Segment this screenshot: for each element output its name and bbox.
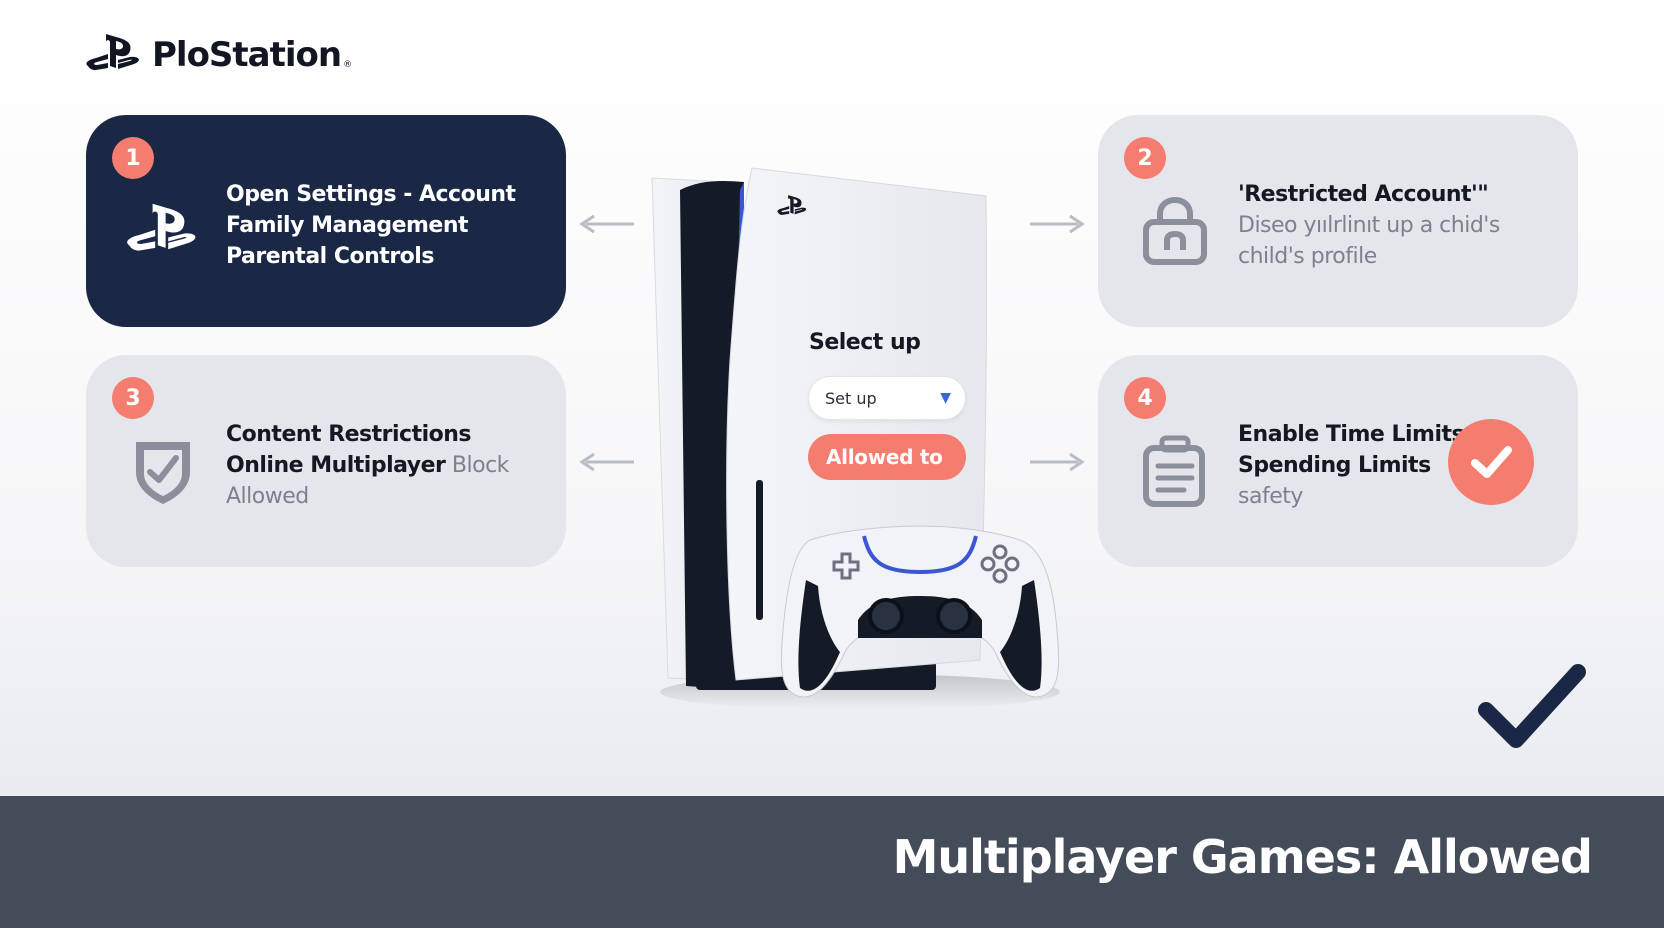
step-card-3[interactable]: 3 Content Restrictions Online Multiplaye… xyxy=(86,355,566,567)
arrow-right-icon xyxy=(1028,452,1086,472)
arrow-right-icon xyxy=(1028,214,1086,234)
step-number-badge: 1 xyxy=(112,137,154,179)
step-text: Enable Time Limits Spending Limits safet… xyxy=(1238,419,1465,512)
footer-status-text: Multiplayer Games: Allowed xyxy=(892,830,1593,884)
footer-banner: Multiplayer Games: Allowed xyxy=(0,796,1664,928)
allowed-button[interactable]: Allowed to xyxy=(808,434,966,480)
chevron-down-icon: ▼ xyxy=(940,390,951,406)
step-line: Spending Limits xyxy=(1238,453,1431,478)
arrow-left-icon xyxy=(578,452,636,472)
checkmark-icon xyxy=(1478,660,1590,752)
step-text: Open Settings - Account Family Managemen… xyxy=(226,179,546,272)
playstation-logo-icon xyxy=(86,34,139,71)
step-line: 'Restricted Account'" xyxy=(1238,182,1489,207)
step-line: child's profile xyxy=(1238,244,1377,269)
step-line: Family Management xyxy=(226,213,469,238)
brand-name: PloStation xyxy=(152,35,342,75)
step-text: Content Restrictions Online Multiplayer … xyxy=(226,419,546,512)
step-card-4[interactable]: 4 Enable Time Limits Spending Limits saf… xyxy=(1098,355,1578,567)
console-scene: Select up Set up ▼ Allowed to xyxy=(640,160,1070,720)
shield-check-icon xyxy=(122,431,204,511)
check-circle-icon xyxy=(1448,419,1534,505)
step-card-1[interactable]: 1 Open Settings - Account Family Managem… xyxy=(86,115,566,327)
step-text: 'Restricted Account'" Diseo yıılrlinıt u… xyxy=(1238,179,1558,272)
console-menu-title: Select up xyxy=(809,330,921,355)
step-line: Open Settings - Account xyxy=(226,182,516,207)
step-line: Online Multiplayer Block xyxy=(226,453,509,478)
step-line: Allowed xyxy=(226,484,309,509)
playstation-logo-icon xyxy=(122,191,204,271)
console-illustration xyxy=(651,167,1060,710)
step-line: Parental Controls xyxy=(226,244,434,269)
step-line: Diseo yıılrlinıt up a chid's xyxy=(1238,213,1500,238)
step-line: safety xyxy=(1238,484,1303,509)
setup-dropdown[interactable]: Set up ▼ xyxy=(808,376,966,420)
step-line: Enable Time Limits xyxy=(1238,422,1465,447)
clipboard-list-icon xyxy=(1134,431,1216,511)
brand-header: PloStation ® xyxy=(84,30,352,80)
dropdown-value: Set up xyxy=(825,388,877,408)
arrow-left-icon xyxy=(578,214,636,234)
step-card-2[interactable]: 2 'Restricted Account'" Diseo yıılrlinıt… xyxy=(1098,115,1578,327)
step-number-badge: 4 xyxy=(1124,377,1166,419)
step-line: Content Restrictions xyxy=(226,422,472,447)
lock-icon xyxy=(1134,191,1216,271)
step-number-badge: 3 xyxy=(112,377,154,419)
registered-mark: ® xyxy=(343,60,353,70)
step-number-badge: 2 xyxy=(1124,137,1166,179)
